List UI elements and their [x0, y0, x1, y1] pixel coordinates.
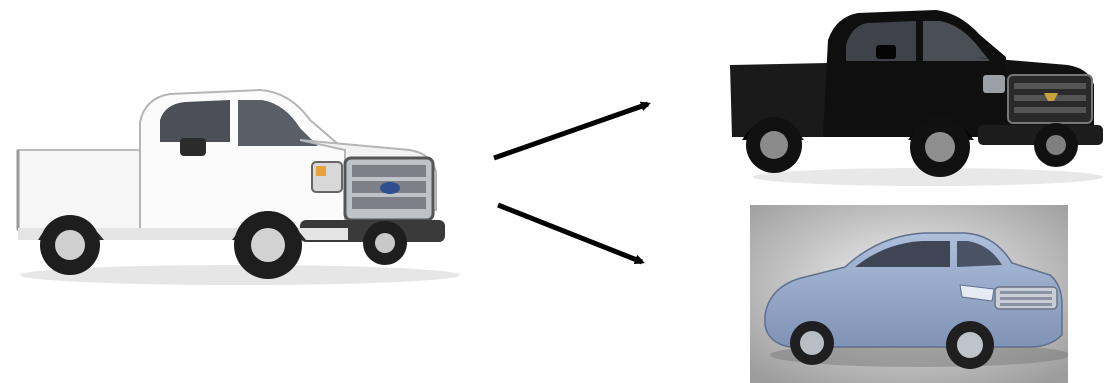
arrow-to-sedan [498, 205, 642, 262]
arrow-to-black-truck [494, 104, 648, 158]
black-pickup-truck-image [718, 5, 1108, 190]
white-pickup-truck-image [0, 80, 470, 285]
blue-sedan-image [750, 205, 1068, 383]
